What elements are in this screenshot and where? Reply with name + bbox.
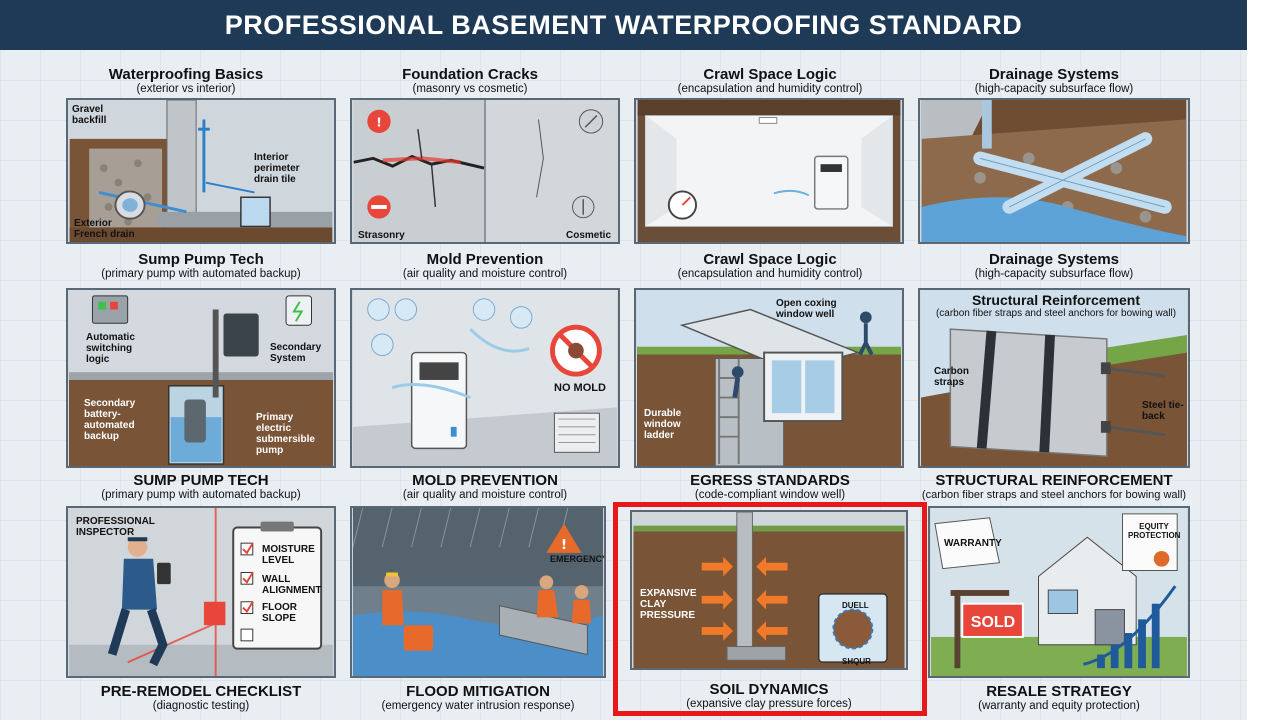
label-duell: DUELL	[842, 601, 869, 610]
label-emergency: EMERGENCY	[550, 554, 606, 564]
caption-foundation-cracks: Foundation Cracks (masonry vs cosmetic)	[402, 66, 538, 95]
caption-pre-remodel-checklist: PRE-REMODEL CHECKLIST (diagnostic testin…	[100, 683, 302, 712]
panel-mold-prevention: NO MOLD	[350, 288, 620, 468]
structural-inset-subtitle: (carbon fiber straps and steel anchors f…	[935, 308, 1177, 319]
label-steel-tieback: Steel tie-back	[1142, 400, 1184, 422]
checklist-illustration	[69, 508, 333, 676]
svg-text:!: !	[561, 537, 567, 553]
panel-resale: WARRANTY EQUITY PROTECTION SOLD	[928, 506, 1190, 678]
panel-soil-dynamics: EXPANSIVE CLAY PRESSURE DUELL SHQUR	[630, 510, 908, 670]
panel-waterproofing-basics: Gravel backfill Interior perimeter drain…	[66, 98, 336, 244]
label-warranty: WARRANTY	[944, 538, 1002, 549]
label-sold: SOLD	[970, 614, 1016, 631]
sump-pump-illustration	[69, 290, 333, 466]
label-durable-ladder: Durable window ladder	[644, 408, 682, 441]
soil-illustration	[633, 512, 905, 668]
flood-illustration: !	[352, 508, 604, 676]
label-check-wall: WALL ALIGNMENT	[262, 574, 322, 596]
panel-checklist: PROFESSIONAL INSPECTOR MOISTURE LEVEL WA…	[66, 506, 336, 678]
label-inspector: PROFESSIONAL INSPECTOR	[76, 516, 155, 538]
infographic-page: PROFESSIONAL BASEMENT WATERPROOFING STAN…	[0, 0, 1247, 720]
label-shqur: SHQUR	[842, 657, 871, 666]
label-check-floor: FLOOR SLOPE	[262, 602, 297, 624]
crawl-space-illustration	[637, 100, 901, 242]
resale-illustration	[931, 508, 1187, 676]
label-equity-protection: EQUITY PROTECTION	[1128, 522, 1181, 540]
label-strasonry: Strasonry	[358, 230, 405, 241]
mold-illustration	[353, 290, 617, 466]
panel-structural: Structural Reinforcement (carbon fiber s…	[918, 288, 1190, 468]
caption-egress-standards: EGRESS STANDARDS (code-compliant window …	[690, 472, 850, 501]
label-carbon-straps: Carbon straps	[934, 366, 969, 388]
label-check-moisture: MOISTURE LEVEL	[262, 544, 315, 566]
page-title: PROFESSIONAL BASEMENT WATERPROOFING STAN…	[224, 9, 1023, 40]
caption-sump-pump-tech-caps: SUMP PUMP TECH (primary pump with automa…	[101, 472, 301, 501]
panel-foundation-cracks: ! Strasonry Cosmetic	[350, 98, 620, 244]
panel-crawl-space	[634, 98, 904, 244]
caption-sump-pump-tech: Sump Pump Tech (primary pump with automa…	[101, 251, 301, 280]
caption-crawl-space-logic: Crawl Space Logic (encapsulation and hum…	[677, 66, 863, 95]
caption-drainage-systems: Drainage Systems (high-capacity subsurfa…	[974, 66, 1134, 95]
caption-soil-dynamics: SOIL DYNAMICS (expansive clay pressure f…	[686, 681, 852, 710]
label-secondary-backup: Secondary battery-automated backup	[84, 398, 136, 442]
drainage-illustration	[921, 100, 1187, 242]
label-gravel-backfill: Gravel backfill	[72, 104, 107, 126]
label-primary-pump: Primary electric submersible pump	[256, 412, 315, 456]
caption-crawl-space-logic-2: Crawl Space Logic (encapsulation and hum…	[677, 251, 863, 280]
label-no-mold: NO MOLD	[554, 382, 606, 394]
structural-illustration	[921, 290, 1187, 466]
caption-drainage-systems-2: Drainage Systems (high-capacity subsurfa…	[974, 251, 1134, 280]
label-open-window-well: Open coxing window well	[776, 298, 837, 320]
svg-text:!: !	[376, 114, 382, 129]
egress-illustration	[637, 290, 901, 466]
label-cosmetic: Cosmetic	[566, 230, 612, 241]
panel-sump-pump: Automatic switching logic Secondary Syst…	[66, 288, 336, 468]
waterproofing-illustration	[69, 100, 333, 242]
caption-structural-reinforcement: STRUCTURAL REINFORCEMENT (carbon fiber s…	[921, 472, 1187, 501]
panel-drainage	[918, 98, 1190, 244]
title-banner: PROFESSIONAL BASEMENT WATERPROOFING STAN…	[0, 0, 1247, 50]
structural-inset-title: Structural Reinforcement	[971, 292, 1141, 308]
caption-flood-mitigation: FLOOD MITIGATION (emergency water intrus…	[381, 683, 575, 712]
panel-flood: ! EMERGENCY	[350, 506, 606, 678]
cracks-illustration: !	[353, 100, 617, 242]
panel-egress: Open coxing window well Durable window l…	[634, 288, 904, 468]
caption-mold-prevention: Mold Prevention (air quality and moistur…	[402, 251, 568, 280]
caption-mold-prevention-caps: MOLD PREVENTION (air quality and moistur…	[402, 472, 568, 501]
label-exterior-drain: Exterior French drain	[74, 218, 135, 240]
label-secondary-system: Secondary System	[270, 342, 322, 364]
label-interior-drain: Interior perimeter drain tile	[254, 152, 300, 185]
caption-waterproofing-basics: Waterproofing Basics (exterior vs interi…	[108, 66, 264, 95]
label-expansive-clay: EXPANSIVE CLAY PRESSURE	[640, 588, 697, 621]
label-auto-switching: Automatic switching logic	[86, 332, 135, 365]
caption-resale-strategy: RESALE STRATEGY (warranty and equity pro…	[978, 683, 1140, 712]
